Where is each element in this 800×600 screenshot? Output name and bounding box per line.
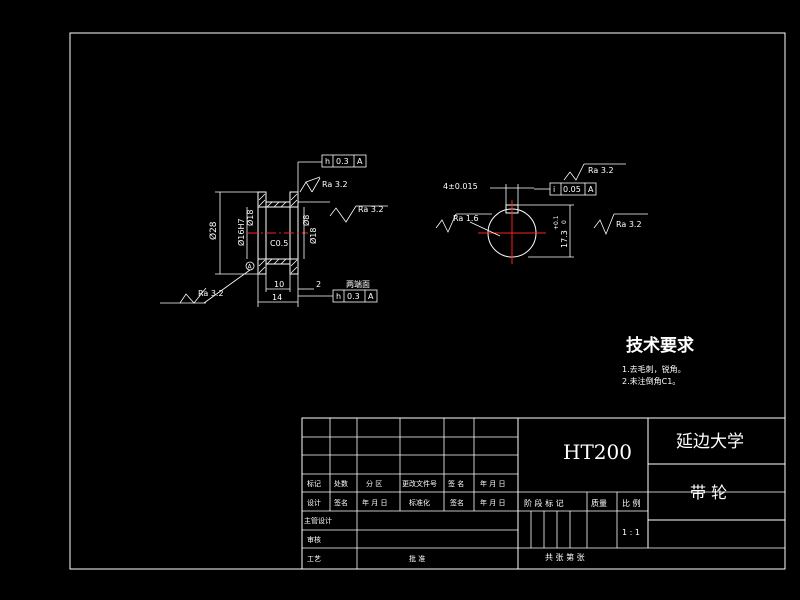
tb-h1-c3: 更改文件号 [402,479,437,488]
tb-h2-c2: 年 月 日 [362,498,387,507]
dim-keyway-depth: 17.3 [560,230,569,248]
rough-right-left: Ra 3.2 [358,205,384,214]
tb-weight-label: 质量 [591,498,607,508]
dim-length-2: 2 [316,280,321,289]
tol-right-symbol: i [553,185,555,194]
tb-h2-c5: 年 月 日 [480,498,505,507]
rough-bottom-left: Ra 3.2 [198,289,224,298]
rough-top-right: Ra 3.2 [588,166,614,175]
tol-right-datum: A [588,185,594,194]
right-end-view: 4±0.015 i 0.05 A Ra 3.2 Ra 1.6 Ra 3.2 17… [435,163,648,264]
tb-h1-c2: 分 区 [366,479,382,488]
tb-part-name: 带 轮 [690,483,727,502]
dim-length-14: 14 [272,293,282,302]
both-faces-label: 两端面 [346,279,370,289]
tb-label-process: 工艺 [307,555,321,563]
tb-h2-c1: 签名 [334,498,348,507]
dim-bore-h7: Ø16H7 [236,218,246,246]
datum-marker-label: A [248,264,253,271]
left-section-view: Ø28 Ø16H7 Ø18 Ø8 Ø18 C0.5 A 10 2 14 h 0.… [160,154,388,307]
dim-right-a: Ø8 [301,215,311,226]
tb-h2-c0: 设计 [307,498,321,507]
tol-right-value: 0.05 [563,185,581,194]
tol-bottom-symbol: h [336,292,341,301]
tb-h1-c1: 处数 [334,479,348,488]
dim-right-b: Ø18 [308,228,318,244]
tech-req-title: 技术要求 [626,335,694,356]
chamfer-label: C0.5 [270,239,288,248]
dim-keyway-width: 4±0.015 [443,182,478,191]
tol-bottom-value: 0.3 [347,292,360,301]
title-block: 标记 处数 分 区 更改文件号 签 名 年 月 日 设计 签名 年 月 日 标准… [301,417,786,570]
tb-h1-c0: 标记 [307,479,321,488]
tol-bottom-datum: A [368,292,374,301]
dim-length-10: 10 [274,280,284,289]
dim-keyway-depth-tol-low: 0 [561,220,568,224]
tb-h1-c5: 年 月 日 [480,479,505,488]
tech-req-item-1: 1.去毛刺，锐角。 [622,364,686,374]
dim-hub-dia: Ø18 [245,210,255,226]
drawing-frame [69,32,786,570]
tb-stage-label: 阶 段 标 记 [524,498,564,508]
tb-label-chief: 主管设计 [304,516,332,525]
tb-material: HT200 [563,440,632,464]
tol-top-value: 0.3 [336,157,349,166]
tb-scale-value: 1 : 1 [622,528,640,537]
tol-top-symbol: h [325,157,330,166]
tb-school: 延边大学 [676,432,744,452]
tech-req-item-2: 2.未注倒角C1。 [622,376,680,386]
dim-outer-dia: Ø28 [208,221,219,240]
tol-top-datum: A [357,157,363,166]
rough-left-right: Ra 1.6 [453,214,479,223]
dim-keyway-depth-tol: +0.1 [553,215,560,230]
tb-scale-label: 比 例 [622,498,641,508]
tb-h2-c3: 标准化 [409,498,430,507]
rough-top-left: Ra 3.2 [322,180,348,189]
section-hatch [258,193,298,274]
rough-right-right: Ra 3.2 [616,220,642,229]
tb-label-review: 审核 [307,535,321,544]
tb-sheets-label: 共 张 第 张 [545,552,585,562]
tb-h2-c4: 签名 [450,498,464,507]
tb-label-approve: 批 准 [409,554,425,563]
tb-h1-c4: 签 名 [448,479,464,488]
